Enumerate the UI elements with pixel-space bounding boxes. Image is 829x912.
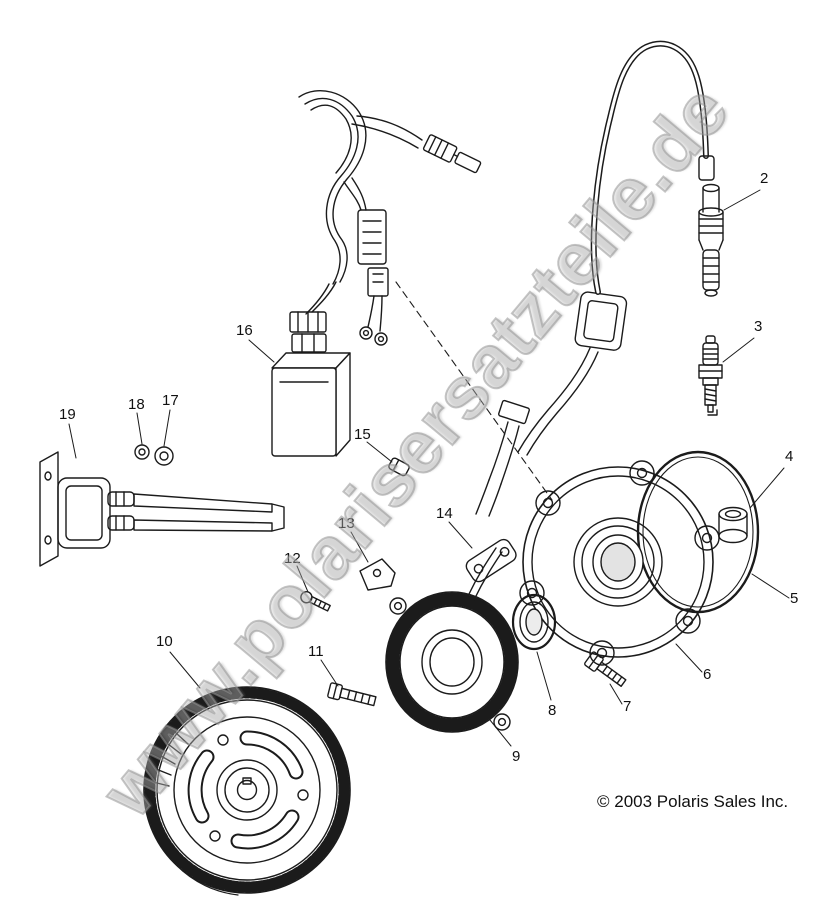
washer-small xyxy=(134,444,150,460)
pickup-coil xyxy=(465,538,517,583)
callout-18: 18 xyxy=(128,396,145,413)
callout-6: 6 xyxy=(703,666,712,683)
screw xyxy=(300,591,331,612)
copyright-notice: © 2003 Polaris Sales Inc. xyxy=(597,792,789,811)
washer-nut xyxy=(154,446,174,466)
small-connector-and-terminals xyxy=(359,267,389,346)
callout-16: 16 xyxy=(236,322,253,339)
callout-10: 10 xyxy=(156,633,173,650)
flywheel-bolt xyxy=(327,682,377,707)
routing-dashed-line xyxy=(395,281,553,501)
leader-lines xyxy=(68,189,790,747)
cdi-box xyxy=(271,352,351,457)
spark-plug xyxy=(698,335,723,416)
wiring-harness xyxy=(289,89,553,501)
ignition-coil-block xyxy=(517,291,628,456)
oil-seal xyxy=(511,593,557,651)
callout-2: 2 xyxy=(760,170,769,187)
callout-8: 8 xyxy=(548,702,557,719)
stator-cover xyxy=(519,460,720,666)
harness-connector-pair xyxy=(422,134,482,174)
callout-3: 3 xyxy=(754,318,763,335)
callout-19: 19 xyxy=(59,406,76,423)
callout-12: 12 xyxy=(284,550,301,567)
stator xyxy=(385,547,519,733)
callout-9: 9 xyxy=(512,748,521,765)
callout-14: 14 xyxy=(436,505,453,522)
callout-17: 17 xyxy=(162,392,179,409)
ignition-coil-assembly xyxy=(39,451,285,567)
spark-plug-wire xyxy=(590,40,715,295)
callout-11: 11 xyxy=(308,643,324,660)
spark-plug-cap xyxy=(698,183,724,297)
cover-bolt xyxy=(584,651,627,687)
bushing xyxy=(718,506,748,544)
callout-15: 15 xyxy=(354,426,371,443)
callout-13: 13 xyxy=(338,515,355,532)
callout-7: 7 xyxy=(623,698,632,715)
wire-grommet xyxy=(388,457,410,477)
callout-4: 4 xyxy=(785,448,794,465)
stator-lead-wires xyxy=(475,399,530,517)
flywheel xyxy=(143,686,351,896)
bracket xyxy=(359,558,396,591)
multi-pin-connector xyxy=(343,177,387,265)
cdi-connectors xyxy=(289,281,337,353)
callout-5: 5 xyxy=(790,590,799,607)
